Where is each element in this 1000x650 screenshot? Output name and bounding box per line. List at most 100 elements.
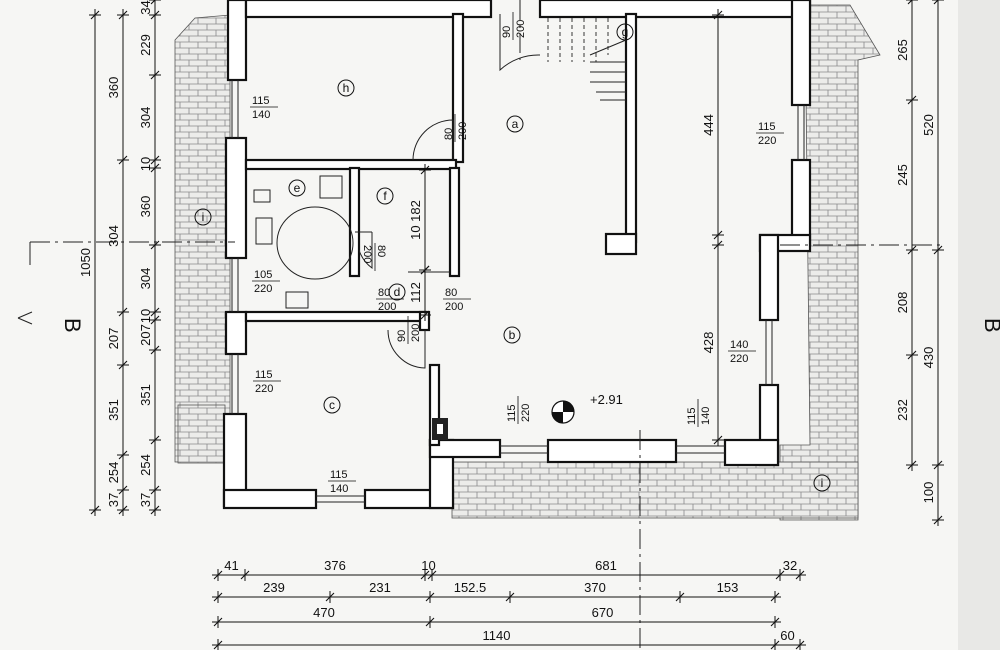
opening-height: 200	[378, 301, 396, 313]
dimension-label: 1140	[483, 628, 511, 643]
dimension-label: 231	[369, 580, 391, 595]
walls	[222, 0, 812, 510]
room-marker-g	[616, 23, 634, 41]
left-dims-outer: 1050	[78, 9, 101, 516]
level-marker: +2.91	[551, 392, 623, 424]
staircase	[547, 18, 627, 101]
opening-height: 140	[330, 483, 348, 495]
opening-width: 80	[445, 287, 457, 299]
dimension-label: 60	[780, 628, 794, 643]
opening-height: 200	[361, 245, 373, 263]
dimension-label: 41	[224, 558, 238, 573]
door-swings	[355, 14, 541, 369]
dimension-label: 304	[138, 268, 153, 290]
dimension-label: 430	[921, 347, 936, 369]
room-marker-h	[337, 79, 355, 97]
opening-width: 90	[396, 330, 408, 342]
dimension-label: 232	[895, 399, 910, 421]
room-marker-d	[388, 283, 406, 301]
bottom-dims-row3: 470 670	[212, 605, 781, 628]
dimension-label: 153	[717, 580, 739, 595]
dimension-label: 34	[138, 0, 153, 14]
opening-width: 115	[758, 121, 776, 133]
opening-width: 80	[378, 287, 390, 299]
dimension-label: 10 182	[408, 200, 423, 240]
section-marker-right: B	[980, 318, 1000, 333]
dimension-label: 670	[592, 605, 614, 620]
dimension-label: 444	[701, 114, 716, 136]
dimension-label: 112	[408, 282, 423, 303]
dimension-label: 304	[106, 225, 121, 247]
opening-height: 220	[254, 283, 272, 295]
room-label-h: h	[343, 81, 350, 95]
bottom-dims-row4: 1140 60	[212, 628, 806, 650]
dimension-label: 245	[895, 164, 910, 186]
opening-height: 200	[457, 122, 469, 140]
room-marker-b	[503, 326, 521, 344]
opening-height: 200	[515, 20, 527, 38]
room-label-f: f	[383, 189, 387, 203]
dimension-label: 207	[138, 324, 153, 346]
room-label-b: b	[509, 328, 516, 342]
dimension-label: 265	[895, 39, 910, 61]
dimension-label: 100	[921, 482, 936, 504]
dimension-label: 32	[783, 558, 797, 573]
room-marker-f	[376, 187, 394, 205]
right-dims-inner: 265 245 208 232	[895, 0, 918, 471]
dimension-label: 10	[421, 558, 435, 573]
room-marker-i_left	[194, 208, 212, 226]
opening-width: 115	[252, 95, 270, 107]
dimension-label: 1050	[78, 248, 93, 277]
dimension-label: 254	[106, 462, 121, 484]
opening-height: 200	[445, 301, 463, 313]
window-glazing	[231, 80, 805, 503]
room-a-height-dim: 444	[701, 9, 724, 241]
opening-width: 80	[375, 245, 387, 257]
room-label-e: e	[294, 181, 301, 195]
opening-width: 115	[686, 407, 698, 425]
room-marker-i_right	[813, 474, 831, 492]
room-label-a: a	[512, 117, 519, 131]
room-b-height-dim: 428	[701, 239, 724, 446]
bathroom-fixtures	[253, 175, 354, 309]
brick-terraces	[174, 4, 881, 521]
room-label-i_left: i	[202, 210, 205, 224]
dimension-label: 470	[313, 605, 335, 620]
dimension-label: 360	[138, 196, 153, 218]
opening-width: 90	[501, 26, 513, 38]
dimension-label: 208	[895, 292, 910, 314]
section-marker-left: B	[60, 318, 85, 333]
room-label-d: d	[394, 285, 401, 299]
dimension-label: 254	[138, 454, 153, 476]
dimension-label: 37	[138, 493, 153, 507]
opening-width: 140	[730, 339, 748, 351]
dimension-label: 681	[595, 558, 617, 573]
level-mark-text: +2.91	[590, 392, 623, 407]
opening-height: 140	[700, 407, 712, 425]
room-label-c: c	[329, 398, 335, 412]
room-label-i_right: i	[821, 476, 824, 490]
dimension-label: 152.5	[454, 580, 487, 595]
inner-dim-d: 112	[408, 264, 431, 321]
section-lines	[29, 0, 945, 650]
dimension-label: 304	[138, 107, 153, 129]
opening-width: 115	[506, 404, 518, 422]
